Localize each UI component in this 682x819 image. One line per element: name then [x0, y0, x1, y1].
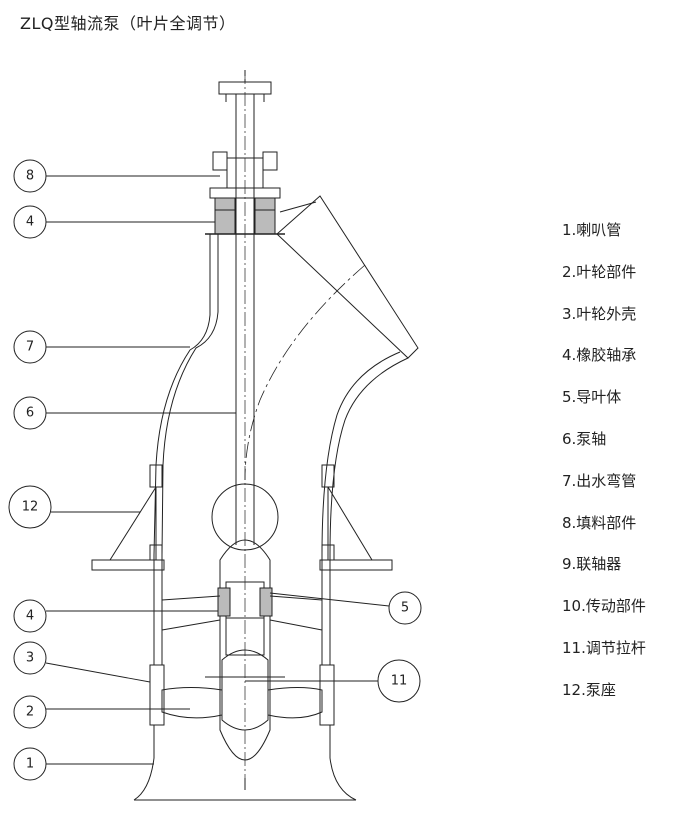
guide-vane-bulb: [217, 539, 273, 790]
legend-item: 10.传动部件: [562, 597, 646, 616]
legend-item: 1.喇叭管: [562, 221, 622, 239]
callout-label: 1: [26, 757, 34, 772]
callout-circles: [8, 159, 422, 781]
callout-label: 5: [401, 601, 409, 616]
legend-item: 8.填料部件: [562, 513, 637, 532]
impeller: [161, 649, 323, 731]
legend-item: 4.橡胶轴承: [562, 346, 637, 365]
legend-item: 5.导叶体: [562, 388, 622, 407]
legend-item: 3.叶轮外壳: [562, 304, 637, 323]
discharge-outlet: [244, 195, 419, 665]
callout-label: 3: [26, 651, 34, 666]
callout-label: 12: [22, 500, 39, 515]
guide-vanes: [161, 595, 323, 631]
legend-item: 6.泵轴: [562, 429, 607, 448]
coupling-circle: [211, 483, 279, 551]
packing-assembly: [209, 151, 281, 235]
legend-item: 11.调节拉杆: [562, 638, 646, 657]
pump-base: [91, 464, 393, 571]
callout-label: 8: [26, 169, 34, 184]
legend-item: 12.泵座: [562, 680, 616, 699]
legend-item: 2.叶轮部件: [562, 262, 637, 281]
diagram-title: ZLQ型轴流泵（叶片全调节）: [20, 14, 236, 33]
bell-mouth: [133, 725, 357, 801]
outlet-elbow-left: [153, 234, 219, 665]
callout-label: 7: [26, 340, 34, 355]
impeller-housing: [149, 664, 335, 726]
callout-label: 4: [26, 215, 34, 230]
legend-item: 7.出水弯管: [562, 471, 637, 490]
callout-label: 2: [26, 705, 34, 720]
legend-item: 9.联轴器: [562, 555, 622, 574]
leader-lines: [45, 175, 390, 765]
parts-legend: 1.喇叭管 2.叶轮部件 3.叶轮外壳 4.橡胶轴承 5.导叶体 6.泵轴 7.…: [562, 219, 646, 721]
callout-label: 11: [391, 674, 408, 689]
pump-shaft: [235, 70, 255, 780]
callout-label: 6: [26, 406, 34, 421]
callout-label: 4: [26, 609, 34, 624]
